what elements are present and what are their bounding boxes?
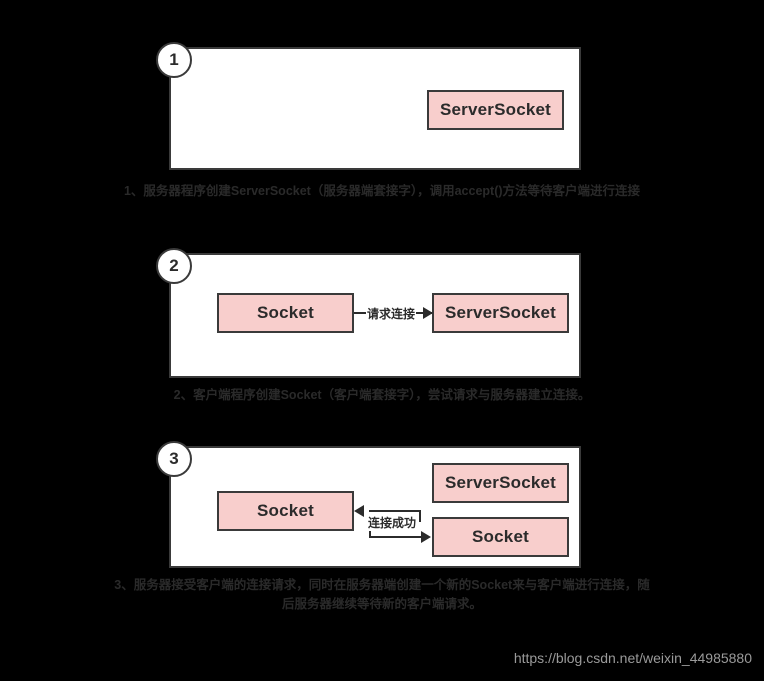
connector-bottom-stub xyxy=(369,524,371,538)
watermark: https://blog.csdn.net/weixin_44985880 xyxy=(513,650,752,666)
arrow-right-icon xyxy=(423,307,433,319)
step-panel-2: 2 Socket ServerSocket 请求连接 xyxy=(156,248,581,378)
node-serversocket-step2: ServerSocket xyxy=(432,293,569,333)
connector-bottom-line xyxy=(369,536,421,538)
step-panel-3: 3 Socket ServerSocket Socket 连接成功 xyxy=(156,441,581,568)
arrow-left-icon xyxy=(354,505,364,517)
step-panel-1: 1 ServerSocket xyxy=(156,42,581,170)
step-badge-3: 3 xyxy=(156,441,192,477)
connector-top-line xyxy=(369,510,421,512)
arrow-right-icon xyxy=(421,531,431,543)
connector-top-stub xyxy=(419,510,421,522)
node-socket-server-step3: Socket xyxy=(432,517,569,557)
step-badge-1: 1 xyxy=(156,42,192,78)
caption-step-3-line-2: 后服务器继续等待新的客户端请求。 xyxy=(281,597,482,611)
node-serversocket-step3: ServerSocket xyxy=(432,463,569,503)
node-socket-client-step3: Socket xyxy=(217,491,354,531)
caption-step-2: 2、客户端程序创建Socket（客户端套接字），尝试请求与服务器建立连接。 xyxy=(173,388,591,402)
caption-step-3-line-1: 3、服务器接受客户端的连接请求，同时在服务器端创建一个新的Socket来与客户端… xyxy=(114,578,650,592)
connector-label-connection-success: 连接成功 xyxy=(367,514,418,531)
connector-label-request-connection: 请求连接 xyxy=(366,305,417,322)
node-serversocket-step1: ServerSocket xyxy=(427,90,564,130)
node-socket-step2: Socket xyxy=(217,293,354,333)
caption-step-3: 3、服务器接受客户端的连接请求，同时在服务器端创建一个新的Socket来与客户端… xyxy=(0,576,764,614)
caption-step-1: 1、服务器程序创建ServerSocket（服务器端套接字），调用accept(… xyxy=(123,184,641,198)
step-badge-2: 2 xyxy=(156,248,192,284)
